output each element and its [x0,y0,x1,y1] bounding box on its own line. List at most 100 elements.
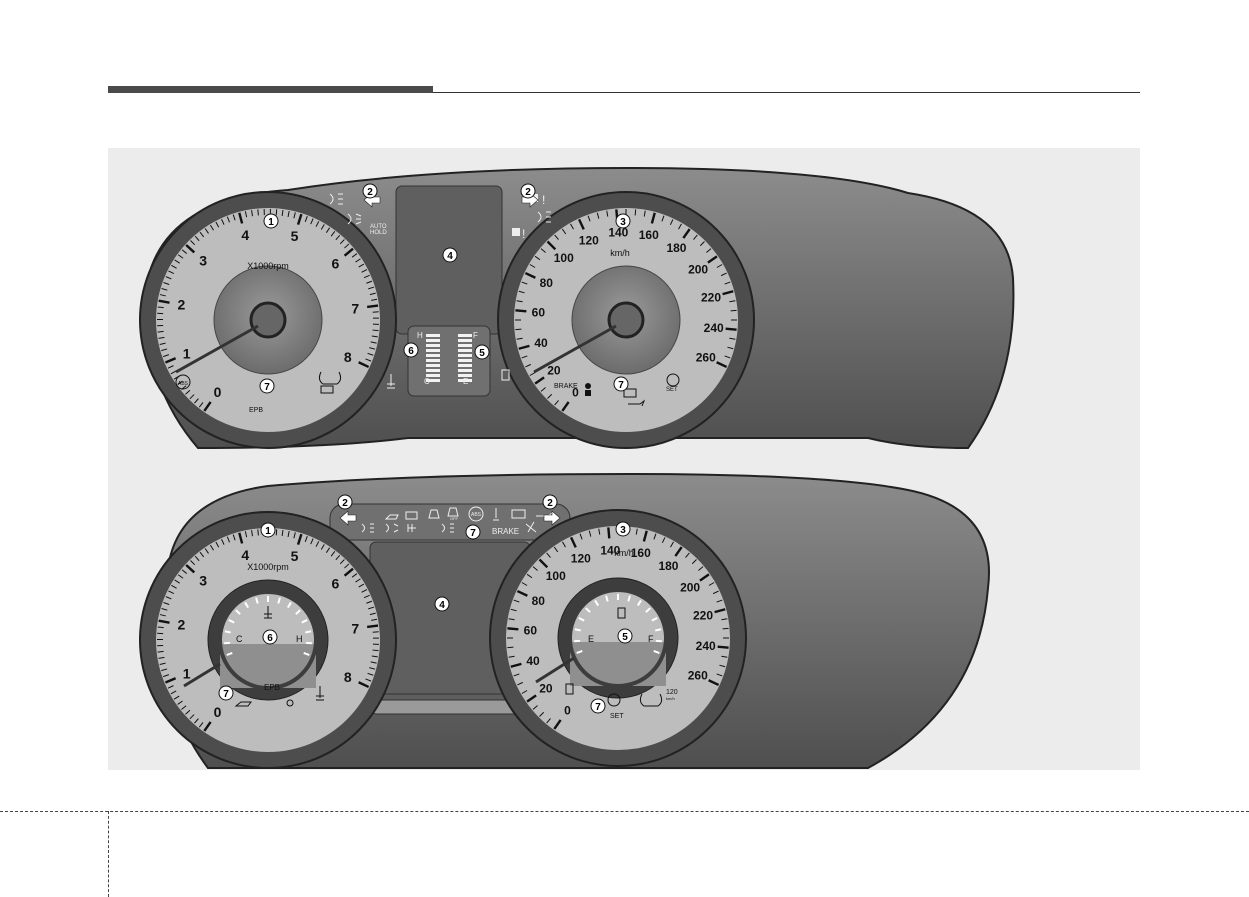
tach-label: 6 [332,255,340,271]
tach-label: 7 [351,300,359,316]
tach-label: 1 [183,666,191,682]
fuel-full-letter: F [473,331,478,340]
epb-label: EPB [249,407,263,414]
speed-label: 180 [658,559,678,573]
mini-gauge-tick [655,629,661,630]
speed-kmh-small-label: km/h [666,696,675,701]
tach-label: 3 [199,572,207,588]
tach-label: 4 [241,227,249,243]
tach-label: 7 [351,620,359,636]
speed-label: 120 [579,233,599,247]
speed-label: 80 [540,276,554,290]
set-label: SET [666,387,678,393]
bar-segment [458,334,472,337]
tach-tick [367,306,378,307]
speed-label: 200 [688,263,708,277]
bar-segment [426,344,440,347]
callout-2-right: 2 [521,184,535,198]
speed-120-label: 120 [666,689,678,696]
bar-segment [426,334,440,337]
speed-unit-label: km/h [614,548,634,558]
header-bar-dark [108,86,433,93]
bar-segment [426,359,440,362]
speed-tick [515,310,526,311]
auto-hold-label: AUTOHOLD [370,224,387,236]
callout-7-right: 7 [591,699,605,713]
tach-label: 2 [177,617,185,633]
tach-tick [258,209,259,215]
callout-1-tach: 1 [264,214,278,228]
footer-divider [108,811,109,897]
svg-text:2: 2 [525,187,531,198]
svg-text:5: 5 [479,348,485,359]
svg-text:7: 7 [264,382,270,393]
callout-6-temp: 6 [404,343,418,357]
bar-segment [458,364,472,367]
svg-text:!: ! [522,227,525,241]
speed-tick [718,647,729,648]
abs-text: ABS [471,512,482,518]
bar-segment [426,369,440,372]
temp-cold-letter: C [424,377,430,386]
bar-segment [458,349,472,352]
mini-gauge-tick [575,629,581,630]
speed-label: 40 [526,654,540,668]
tach-label: 5 [291,228,299,244]
callout-3-speed: 3 [616,214,630,228]
tach-tick [258,529,259,535]
brake-label: BRAKE [554,383,578,390]
tach-tick [373,650,379,651]
callout-5-fuel: 5 [618,629,632,643]
speed-tick [726,329,737,330]
tach-label: 0 [214,704,222,720]
fuel-empty-letter: E [463,377,468,386]
tach-label: 1 [183,346,191,362]
fuel-empty-letter: E [588,634,594,644]
svg-text:4: 4 [439,600,445,611]
tach-tick [158,307,164,308]
speed-tick [723,628,729,629]
tach-tick [158,651,164,652]
speed-tick [608,527,609,538]
svg-text:6: 6 [267,633,273,644]
temp-hot-letter: H [417,331,423,340]
tach-label: 0 [214,384,222,400]
tach-tick [373,330,379,331]
speed-unit-label: km/h [610,248,630,258]
speed-label: 100 [554,251,574,265]
svg-text:1: 1 [265,526,271,537]
speed-tick [635,209,636,215]
svg-text:4: 4 [447,251,453,262]
tach-label: 8 [344,349,352,365]
speed-tick [507,628,518,629]
callout-2-left: 2 [338,495,352,509]
callout-4-lcd: 4 [435,597,449,611]
cluster-b-lcd-base [370,700,530,714]
tach-label: 6 [332,575,340,591]
speed-label: 60 [524,624,538,638]
svg-text:3: 3 [620,217,626,228]
speed-tick [731,310,737,311]
speed-label: 120 [571,551,591,565]
callout-2-left: 2 [363,184,377,198]
tach-tick [367,626,378,627]
tach-label: 5 [291,548,299,564]
svg-text:3: 3 [620,525,626,536]
speed-label: 180 [666,241,686,255]
bar-segment [426,339,440,342]
speed-label: 160 [631,546,651,560]
callout-7-right: 7 [614,377,628,391]
callout-4-lcd: 4 [443,248,457,262]
speed-tick [515,329,521,330]
svg-text:1: 1 [268,217,274,228]
tach-tick [158,627,164,628]
callout-6-temp: 6 [263,630,277,644]
cluster-a: 012345678 X1000rpm 020406080100120140160… [140,168,1013,448]
brake-label: BRAKE [492,527,519,536]
bar-segment [426,354,440,357]
temp-cold-letter: C [236,634,243,644]
speed-label: 220 [693,608,713,622]
svg-text:7: 7 [595,702,601,713]
